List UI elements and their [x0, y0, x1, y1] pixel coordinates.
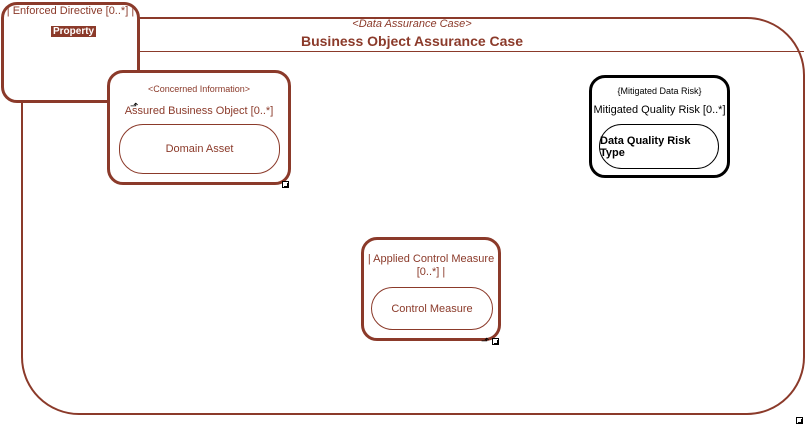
control-measure-node[interactable]: Control Measure	[371, 287, 493, 330]
header-divider	[140, 51, 804, 52]
case-title: Business Object Assurance Case	[300, 33, 524, 49]
assured-business-object-box[interactable]: <Concerned Information> Assured Business…	[107, 70, 291, 185]
enforced-directive-label: | Enforced Directive [0..*] |	[6, 5, 135, 17]
domain-asset-label: Domain Asset	[165, 143, 234, 155]
control-directive-label: Control Directive	[31, 42, 113, 55]
mitigated-quality-risk-box[interactable]: {Mitigated Data Risk} Mitigated Quality …	[589, 75, 730, 178]
link-cursor-icon-2: ⬏	[481, 336, 490, 347]
control-measure-label: Control Measure	[391, 302, 473, 315]
expand-icon-2[interactable]	[492, 338, 499, 345]
link-cursor-icon: ⬏	[130, 101, 139, 112]
applied-control-measure-box[interactable]: | Applied Control Measure [0..*] | Contr…	[361, 237, 501, 341]
case-stereotype: <Data Assurance Case>	[352, 18, 472, 30]
property-tag: Property	[51, 26, 97, 37]
applied-control-measure-label-1: | Applied Control Measure	[367, 253, 495, 265]
mitigated-risk-stereotype: {Mitigated Data Risk}	[617, 86, 702, 96]
expand-icon[interactable]	[282, 181, 289, 188]
concerned-info-stereotype: <Concerned Information>	[147, 84, 251, 94]
domain-asset-node[interactable]: Domain Asset	[119, 124, 280, 174]
expand-icon-3[interactable]	[796, 417, 803, 424]
mitigated-quality-risk-label: Mitigated Quality Risk [0..*]	[593, 104, 726, 116]
assured-business-object-label: Assured Business Object [0..*]	[124, 105, 274, 117]
data-quality-risk-type-node[interactable]: Data Quality Risk Type	[599, 124, 719, 169]
assurance-case-frame[interactable]	[21, 17, 805, 415]
applied-control-measure-label-2: [0..*] |	[416, 266, 446, 278]
data-quality-risk-type-label: Data Quality Risk Type	[600, 134, 691, 159]
